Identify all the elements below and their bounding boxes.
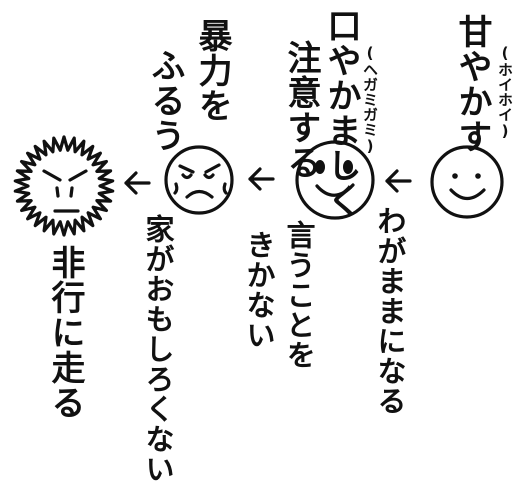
- stage-4-child-result: 非行に走る: [45, 245, 85, 420]
- angry-spiky-face-icon: [13, 135, 115, 237]
- stage-3-parent-action-2: ふるう: [145, 48, 185, 153]
- flow-diagram: [13, 135, 504, 237]
- stage-1-parent-action: 甘やかす: [452, 14, 492, 154]
- arrow-left-icon: [385, 169, 412, 193]
- smiling-face-icon: [430, 145, 504, 219]
- stage-3-parent-action: 暴力を: [192, 18, 232, 123]
- stage-2-parent-action-2: 注意する: [281, 40, 321, 180]
- stage-2-parent-action: 口やかましく: [321, 8, 361, 218]
- stage-1-child-result: わがままになる: [373, 206, 407, 416]
- arrow-left-icon: [124, 171, 151, 195]
- arrow-left-icon: [248, 167, 275, 191]
- stage-2-child-result-2: きかない: [242, 230, 276, 350]
- happy-face-dark-eyes-icon: [295, 140, 375, 220]
- stage-3-child-result: 家がおもしろくない: [141, 214, 175, 484]
- stage-2-parent-note: (ヘガミガミ): [361, 44, 379, 155]
- stage-2-child-result: 言うことを: [282, 220, 316, 370]
- upset-face-icon: [164, 145, 234, 215]
- stage-1-parent-note: (ホイホイ): [496, 44, 514, 140]
